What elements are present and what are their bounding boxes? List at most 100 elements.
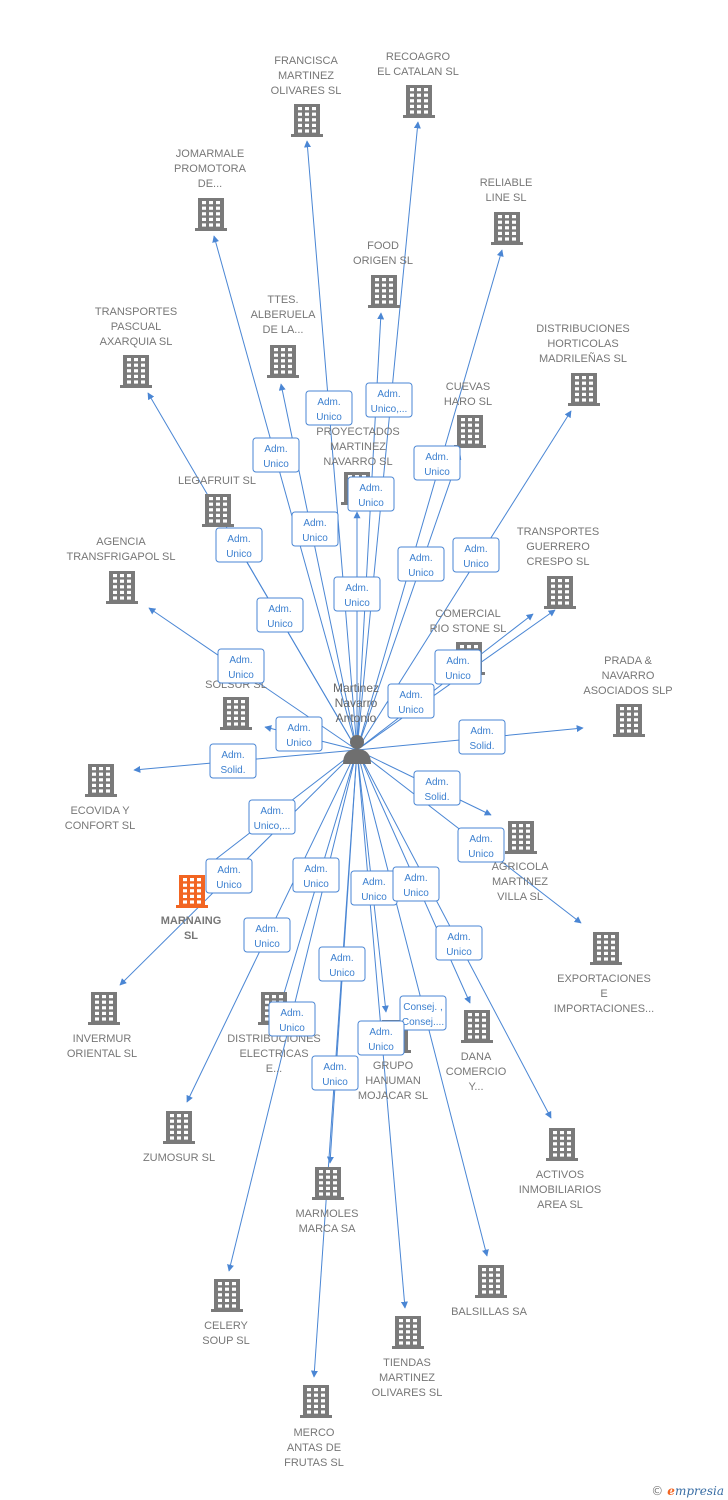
building-window bbox=[232, 1298, 236, 1302]
relation-badge-activos[interactable]: Adm.Unico bbox=[435, 925, 483, 961]
relation-badge-distribuciones-electricas[interactable]: Adm.Unico bbox=[268, 1001, 316, 1037]
building-window bbox=[410, 99, 414, 103]
relation-badge-agencia[interactable]: Adm.Unico bbox=[217, 648, 265, 684]
company-node-dana[interactable]: DANACOMERCIOY... bbox=[446, 1010, 507, 1093]
relation-badge-ecovida[interactable]: Adm.Solid. bbox=[209, 743, 257, 779]
footer-brand[interactable]: ©empresia bbox=[651, 1484, 724, 1498]
relation-badge-prada[interactable]: Adm.Solid. bbox=[458, 719, 506, 755]
building-window bbox=[216, 223, 220, 227]
relation-badge-marmoles[interactable]: Adm.Unico bbox=[318, 946, 366, 982]
relation-badge-celery[interactable]: Adm.Unico bbox=[292, 857, 340, 893]
company-node-balsillas[interactable]: BALSILLAS SA bbox=[451, 1265, 528, 1318]
relation-badge-exportaciones[interactable]: Adm.Unico bbox=[457, 827, 505, 863]
building-window bbox=[113, 596, 117, 600]
relation-role-text: Solid. bbox=[424, 792, 449, 803]
building-window bbox=[406, 1330, 410, 1334]
company-name: INMOBILIARIOS bbox=[519, 1184, 602, 1196]
relation-badge-grupo[interactable]: Adm.Unico bbox=[350, 870, 398, 906]
relation-badge-proyectados[interactable]: Adm.Unico bbox=[333, 576, 381, 612]
relation-badge-recoagro[interactable]: Adm.Unico,... bbox=[365, 382, 413, 418]
relation-badge-balsillas[interactable]: Adm.Unico bbox=[357, 1020, 405, 1056]
building-window bbox=[505, 226, 509, 230]
company-name: OLIVARES SL bbox=[271, 85, 342, 97]
building-window bbox=[232, 1304, 236, 1308]
building-window bbox=[234, 722, 238, 726]
relation-badge-agricola[interactable]: Adm.Solid. bbox=[413, 770, 461, 806]
building-window bbox=[424, 110, 428, 114]
relation-badge-transportes-guerrero[interactable]: Adm.Unico bbox=[387, 683, 435, 719]
building-window bbox=[475, 1029, 479, 1033]
building-window bbox=[141, 363, 145, 367]
building-window bbox=[184, 1125, 188, 1129]
relation-badge-cuevas[interactable]: Adm.Unico bbox=[397, 546, 445, 582]
building-window bbox=[489, 1268, 493, 1272]
relation-badge-dana[interactable]: Consej. ,Consej.... bbox=[399, 995, 447, 1031]
company-name: PROMOTORA bbox=[174, 163, 247, 175]
relation-badge-merco[interactable]: Adm.Unico bbox=[311, 1055, 359, 1091]
relation-badge-jomarmale[interactable]: Adm.Unico bbox=[252, 437, 300, 473]
building-window bbox=[127, 358, 131, 362]
building-window bbox=[575, 392, 579, 396]
relation-badge-solsur[interactable]: Adm.Unico bbox=[275, 716, 323, 752]
relation-badge-ttes[interactable]: Adm.Unico bbox=[291, 511, 339, 547]
relation-badge-comercial[interactable]: Adm.Unico bbox=[434, 649, 482, 685]
building-window bbox=[597, 940, 601, 944]
building-window bbox=[560, 1136, 564, 1140]
relation-badge-marnaing[interactable]: Adm.Unico bbox=[205, 858, 253, 894]
building-window bbox=[106, 783, 110, 787]
building-window bbox=[482, 1273, 486, 1277]
company-node-jomarmale[interactable]: JOMARMALEPROMOTORADE... bbox=[174, 148, 247, 231]
relation-badge-transportes-pascual[interactable]: Adm.Unico bbox=[215, 527, 263, 563]
building-window bbox=[474, 645, 478, 649]
relation-badge-distribuciones-horticolas[interactable]: Adm.Unico bbox=[452, 537, 500, 573]
company-node-legafruit[interactable]: LEGAFRUIT SL bbox=[178, 475, 256, 527]
building-icon bbox=[300, 1385, 332, 1418]
relation-badge-box bbox=[209, 743, 257, 779]
company-node-exportaciones[interactable]: EXPORTACIONESEIMPORTACIONES... bbox=[554, 932, 654, 1015]
building-window bbox=[216, 497, 220, 501]
relation-role-text: Unico bbox=[216, 880, 242, 891]
company-name: JOMARMALE bbox=[176, 148, 244, 160]
relation-badge-zumosur[interactable]: Adm.Unico bbox=[243, 917, 291, 953]
relation-badge-tiendas[interactable]: Adm.Unico bbox=[392, 866, 440, 902]
relation-role-text: Unico bbox=[361, 892, 387, 903]
relation-badge-legafruit[interactable]: Adm.Unico bbox=[256, 597, 304, 633]
relation-badge-invermur[interactable]: Adm.Unico,... bbox=[248, 799, 296, 835]
building-window bbox=[234, 700, 238, 704]
relation-badge-francisca[interactable]: Adm.Unico bbox=[305, 390, 353, 426]
relation-badge-reliable[interactable]: Adm.Unico bbox=[413, 445, 461, 481]
building-window bbox=[575, 381, 579, 385]
building-base bbox=[88, 1022, 120, 1025]
relation-badge-box bbox=[434, 649, 482, 685]
relation-badge-food[interactable]: Adm.Unico bbox=[347, 476, 395, 512]
building-window bbox=[134, 374, 138, 378]
building-window bbox=[227, 705, 231, 709]
company-node-zumosur[interactable]: ZUMOSUR SL bbox=[143, 1111, 215, 1164]
company-name: HANUMAN bbox=[365, 1075, 421, 1087]
relation-role-text: Unico bbox=[398, 705, 424, 716]
building-window bbox=[498, 231, 502, 235]
building-window bbox=[604, 951, 608, 955]
building-window bbox=[460, 645, 464, 649]
